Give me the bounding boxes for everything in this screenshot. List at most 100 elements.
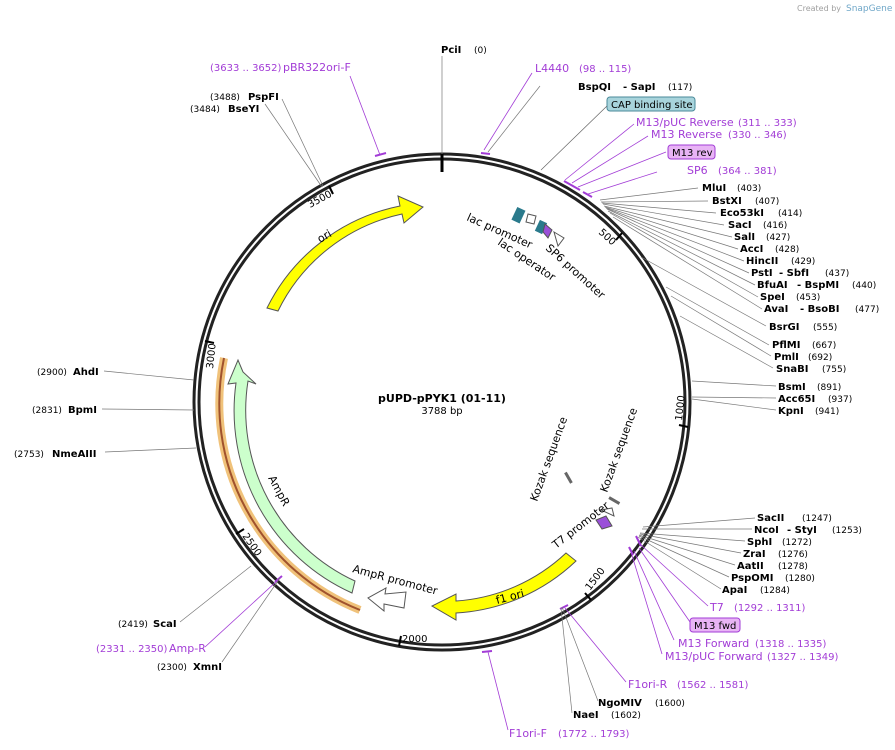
lac-operator-arrow[interactable] (525, 213, 537, 225)
site-avai[interactable]: AvaI (764, 304, 788, 315)
primer-mark-l4440 (480, 152, 491, 155)
plasmid-name: pUPD-pPYK1 (01-11) (378, 392, 506, 405)
site-pmli[interactable]: PmlI (774, 352, 799, 363)
site-sali[interactable]: SalI (734, 232, 755, 243)
site-scai[interactable]: ScaI (153, 619, 177, 630)
m13-rev-box[interactable] (667, 144, 716, 160)
site-bpmi[interactable]: BpmI (68, 405, 97, 416)
primer-f1ori-r-range: (1562 .. 1581) (677, 680, 749, 691)
site-scai-pos: (2419) (118, 620, 148, 630)
sites-right: PciI (0) BspQI - SapI (117) MluI (403) B… (441, 45, 879, 721)
leader-avai (612, 216, 763, 310)
site-saci[interactable]: SacI (728, 220, 752, 231)
primer-t7[interactable]: T7 (709, 601, 724, 614)
site-bsmi[interactable]: BsmI (778, 382, 806, 393)
primer-l4440[interactable]: L4440 (535, 62, 569, 75)
lac-promoter-feature[interactable] (511, 206, 526, 224)
site-psti-sep[interactable]: - SbfI (779, 268, 809, 279)
m13-rev-box-label: M13 rev (672, 148, 713, 159)
site-pspomi[interactable]: PspOMI (731, 573, 773, 584)
primer-m13puc-forward[interactable]: M13/pUC Forward (665, 650, 763, 663)
ampr-promoter-feature[interactable] (367, 587, 407, 613)
lac-operator-feature[interactable] (534, 219, 548, 235)
site-avai-sep[interactable]: - BsoBI (800, 304, 839, 315)
leader-acci (604, 206, 739, 250)
ampr-orf-line (218, 357, 361, 611)
site-nmeaiii[interactable]: NmeAIII (52, 449, 96, 460)
snapgene-brand: SnapGene (846, 4, 893, 14)
sp6-promoter-arrow[interactable] (553, 230, 565, 248)
primer-t7-range: (1292 .. 1311) (734, 603, 806, 614)
site-bstxi[interactable]: BstXI (712, 196, 742, 207)
primer-m13-reverse[interactable]: M13 Reverse (651, 128, 722, 141)
t7-promoter-arrow[interactable] (599, 507, 615, 517)
site-sacii-pos: (1247) (802, 514, 832, 524)
kozak-feature-1[interactable] (564, 471, 573, 484)
kozak-label-2: Kozak sequence (598, 406, 641, 494)
primer-mark-m13fwd (628, 546, 634, 556)
site-pspfi[interactable]: PspFI (248, 92, 279, 103)
site-bseyi[interactable]: BseYI (228, 104, 259, 115)
ampr-feature[interactable] (227, 358, 356, 594)
primer-f1ori-r[interactable]: F1ori-R (628, 678, 668, 691)
site-acci[interactable]: AccI (740, 244, 763, 255)
site-zrai[interactable]: ZraI (743, 549, 766, 560)
t7-feature[interactable] (595, 515, 613, 530)
primer-m13-forward[interactable]: M13 Forward (678, 637, 749, 650)
leader-aatii (638, 534, 736, 566)
ori-feature[interactable] (266, 195, 424, 312)
leader-zrai (639, 533, 742, 554)
kozak-feature-2[interactable] (608, 496, 621, 505)
kozak-label-1: Kozak sequence (528, 415, 571, 503)
site-pflmi[interactable]: PflMI (772, 340, 800, 351)
site-avai-pos: (477) (855, 305, 879, 315)
site-ncoi-sep[interactable]: - StyI (787, 525, 817, 536)
site-sacii[interactable]: SacII (757, 513, 784, 524)
site-xmni[interactable]: XmnI (193, 662, 222, 673)
site-bfuai-sep[interactable]: - BspMI (797, 280, 839, 291)
leader-pspomi (638, 535, 730, 578)
leader-f1orif (487, 651, 509, 731)
site-ncoi[interactable]: NcoI (754, 525, 779, 536)
site-apai[interactable]: ApaI (722, 585, 747, 596)
site-naei[interactable]: NaeI (573, 710, 599, 721)
site-snabi[interactable]: SnaBI (776, 364, 808, 375)
m13-fwd-box[interactable] (689, 617, 741, 633)
cap-binding-site-box[interactable] (606, 96, 696, 112)
sp6-feature[interactable] (542, 223, 553, 239)
primer-pbr322[interactable]: pBR322ori-F (283, 61, 351, 74)
primer-mark-m13rev (563, 180, 581, 191)
leader-scai (179, 565, 252, 623)
site-sphi[interactable]: SphI (747, 537, 772, 548)
site-ngomiv[interactable]: NgoMIV (598, 698, 642, 709)
site-bspqi-sep[interactable]: - SapI (623, 82, 655, 93)
site-mlui[interactable]: MluI (702, 183, 726, 194)
primer-m13-reverse-range: (330 .. 346) (728, 130, 787, 141)
site-acc65i[interactable]: Acc65I (778, 394, 815, 405)
leader-pmli (670, 295, 772, 357)
site-bspqi[interactable]: BspQI (578, 82, 611, 93)
cap-leader (540, 105, 608, 171)
site-pcii[interactable]: PciI (441, 45, 461, 56)
primer-m13puc-reverse[interactable]: M13/pUC Reverse (636, 116, 734, 129)
credit-text: Created by (797, 4, 841, 13)
site-snabi-pos: (755) (822, 365, 846, 375)
site-kpni-pos: (941) (815, 407, 839, 417)
tick-2000 (398, 635, 402, 647)
primer-amp-r[interactable]: Amp-R (169, 642, 206, 655)
site-aatii[interactable]: AatII (737, 561, 764, 572)
site-kpni[interactable]: KpnI (778, 406, 804, 417)
primer-sp6[interactable]: SP6 (687, 164, 708, 177)
site-ahdi[interactable]: AhdI (73, 367, 99, 378)
f1-ori-feature[interactable] (430, 552, 577, 621)
site-bsrgi[interactable]: BsrGI (769, 322, 799, 333)
tick-1500 (584, 592, 592, 601)
site-hincii[interactable]: HincII (746, 256, 778, 267)
site-bfuai[interactable]: BfuAI (757, 280, 788, 291)
primer-f1ori-f[interactable]: F1ori-F (509, 727, 547, 740)
site-eco53ki[interactable]: Eco53kI (720, 208, 764, 219)
site-mlui-pos: (403) (737, 184, 761, 194)
site-psti[interactable]: PstI (751, 268, 773, 279)
site-spei[interactable]: SpeI (760, 292, 785, 303)
